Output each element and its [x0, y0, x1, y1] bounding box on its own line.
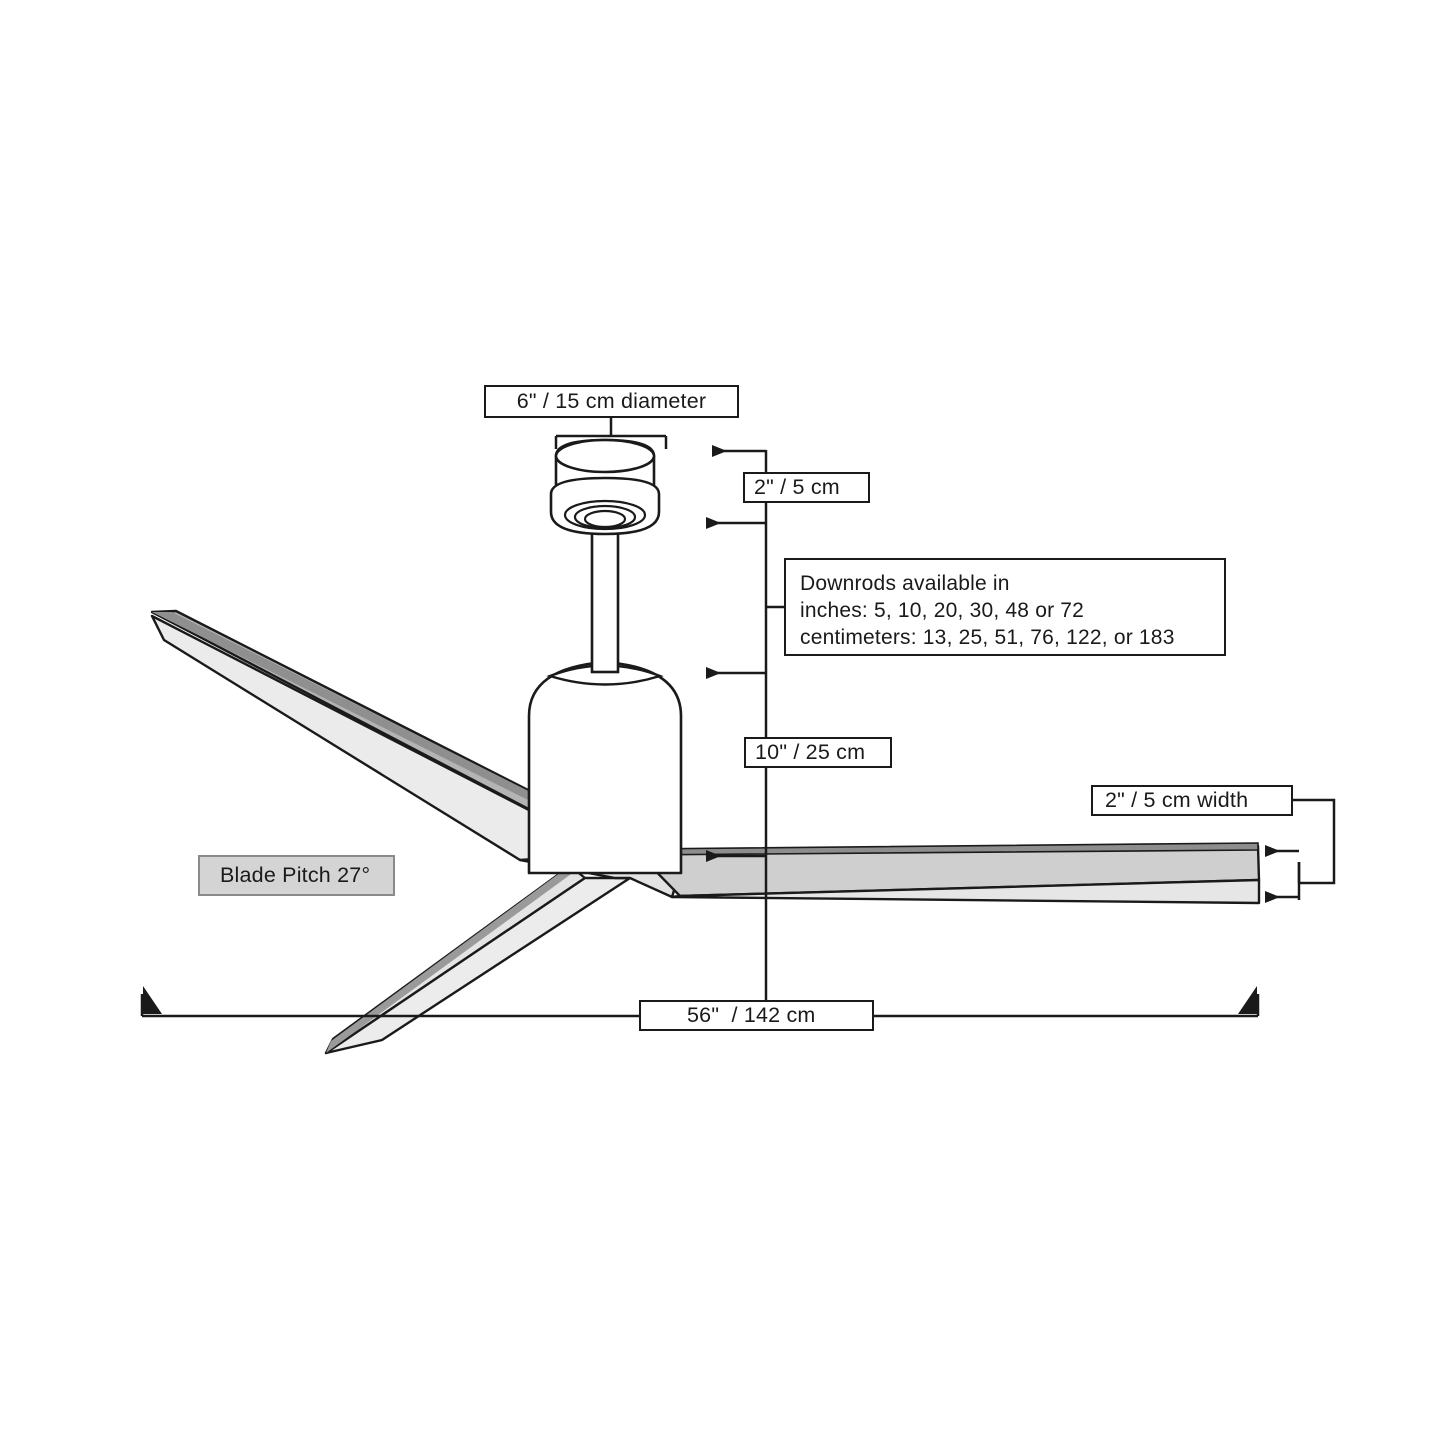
callout-downrods-line-1: Downrods available in	[800, 572, 1010, 595]
callout-blade-width: 2" / 5 cm width	[1091, 785, 1293, 816]
dimension-fan-span	[140, 986, 1260, 1018]
blade-lower-left	[324, 864, 632, 1055]
dimension-canopy-height	[706, 445, 766, 529]
callout-canopy-height-text: 2" / 5 cm	[754, 475, 840, 499]
callout-downrods-line-2: inches: 5, 10, 20, 30, 48 or 72	[800, 598, 1085, 622]
fan-assembly	[150, 438, 1261, 1055]
motor-housing	[527, 660, 683, 875]
callout-fan-span: 56" / 142 cm	[639, 1000, 874, 1031]
callout-downrods-line-3: centimeters: 13, 25, 51, 76, 122, or 183	[800, 625, 1175, 649]
callout-downrods: Downrods available in inches: 5, 10, 20,…	[784, 558, 1226, 656]
callout-blade-width-text: 2" / 5 cm width	[1105, 788, 1249, 812]
dimension-blade-width	[1265, 798, 1336, 903]
downrod	[590, 514, 620, 674]
callout-fan-span-text: 56" / 142 cm	[687, 1003, 816, 1027]
canopy	[549, 438, 661, 536]
callout-blade-pitch: Blade Pitch 27°	[198, 855, 395, 896]
callout-motor-height: 10" / 25 cm	[744, 737, 892, 768]
callout-canopy-diameter: 6" / 15 cm diameter	[484, 385, 739, 418]
callout-blade-pitch-text: Blade Pitch 27°	[220, 863, 371, 887]
dimension-canopy-diameter	[554, 418, 668, 449]
callout-canopy-diameter-text: 6" / 15 cm diameter	[516, 389, 707, 413]
blade-right	[635, 842, 1261, 905]
callout-motor-height-text: 10" / 25 cm	[755, 740, 866, 764]
dimension-lines	[140, 418, 1336, 1018]
callout-canopy-height: 2" / 5 cm	[743, 472, 870, 503]
blade-upper-left	[150, 609, 650, 880]
